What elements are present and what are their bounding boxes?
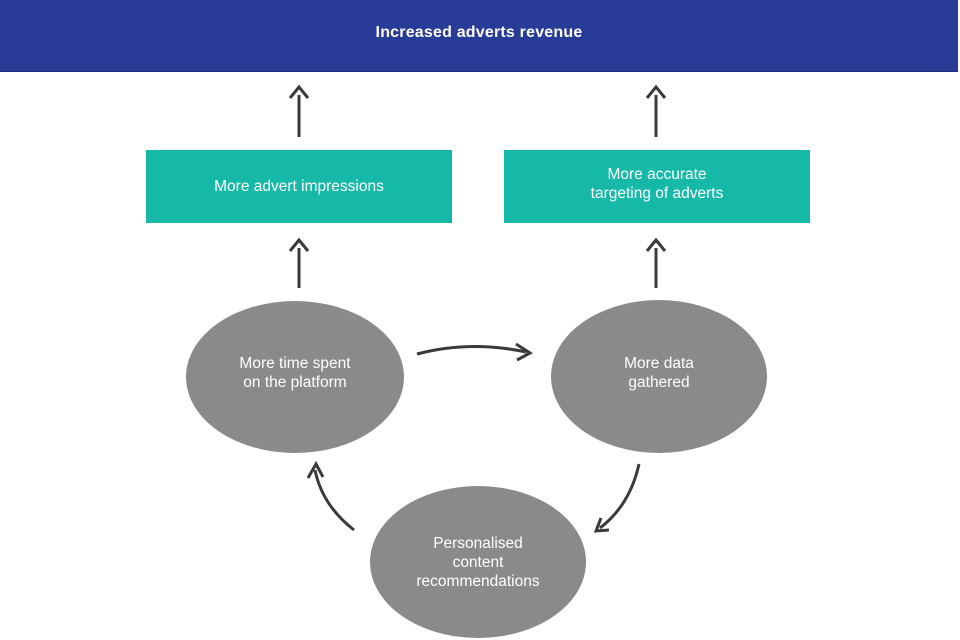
data-gathered-circle: More data gathered <box>551 300 767 453</box>
recommendations-circle: Personalised content recommendations <box>370 486 586 638</box>
accurate-targeting-label: More accurate targeting of adverts <box>590 165 724 202</box>
arrow-time-to-data <box>416 342 533 362</box>
time-spent-circle: More time spent on the platform <box>186 301 404 453</box>
advert-impressions-label: More advert impressions <box>214 178 384 195</box>
arrow-targeting-to-revenue <box>645 84 667 137</box>
data-gathered-label: More data gathered <box>624 354 694 391</box>
accurate-targeting-box: More accurate targeting of adverts <box>504 150 810 223</box>
revenue-banner-label: Increased adverts revenue <box>375 23 583 41</box>
arrow-data-to-recommendations <box>593 463 641 533</box>
arrow-time-to-impressions <box>288 237 310 288</box>
recommendations-label: Personalised content recommendations <box>416 534 540 590</box>
arrow-impressions-to-revenue <box>288 84 310 137</box>
revenue-banner: Increased adverts revenue <box>0 0 958 72</box>
arrow-data-to-targeting <box>645 237 667 288</box>
advert-impressions-box: More advert impressions <box>146 150 452 223</box>
arrow-recommendations-to-time <box>306 460 355 532</box>
time-spent-label: More time spent on the platform <box>239 355 351 391</box>
